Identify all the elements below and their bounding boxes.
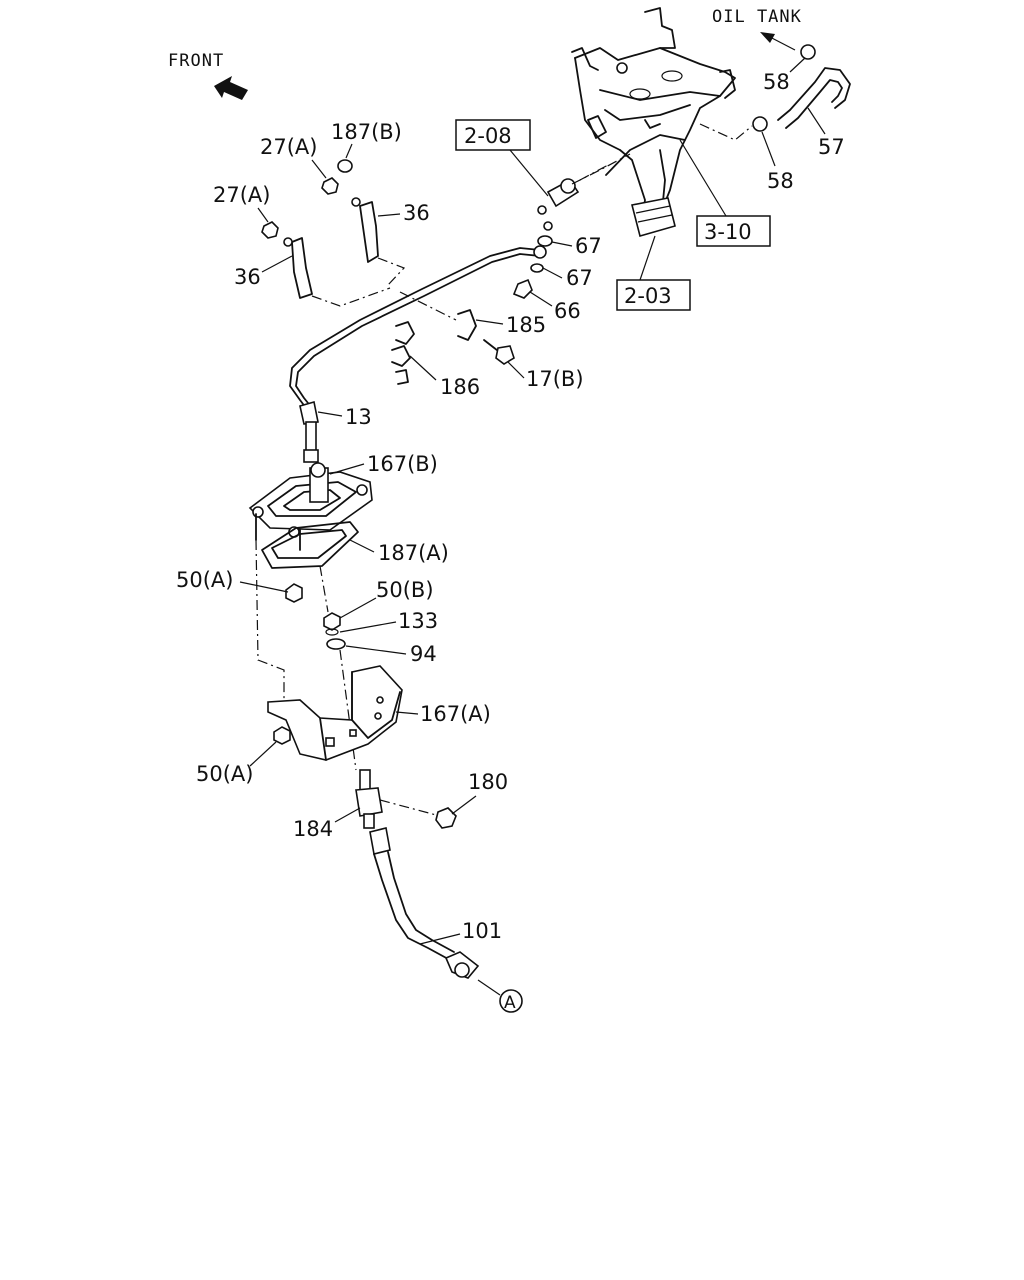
ring-187b: [337, 159, 353, 173]
nut-50a-upper: [285, 583, 303, 603]
label-17b: 17(B): [526, 367, 584, 391]
label-184: 184: [293, 817, 333, 841]
clamp-186: [391, 321, 415, 385]
svg-text:2-03: 2-03: [624, 284, 672, 308]
nut-50a-lower: [273, 726, 291, 745]
label-36-right: 36: [403, 201, 430, 225]
label-36-left: 36: [234, 265, 261, 289]
ring-133: [325, 628, 339, 636]
label-13: 13: [345, 405, 372, 429]
washer-67-b: [530, 263, 544, 273]
washer-67-a: [537, 235, 553, 247]
label-66: 66: [554, 299, 581, 323]
ref-box-2-03[interactable]: 2-03: [616, 279, 691, 311]
master-cylinder: [537, 153, 631, 231]
hose-101: [369, 827, 480, 979]
label-57: 57: [818, 135, 845, 159]
label-101: 101: [462, 919, 502, 943]
label-50a-upper: 50(A): [176, 568, 233, 592]
nut-27a-upper: [321, 177, 339, 195]
fitting-184: [355, 769, 383, 829]
label-50a-lower: 50(A): [196, 762, 253, 786]
svg-text:A: A: [504, 993, 516, 1013]
label-187a: 187(A): [378, 541, 449, 565]
label-27a-lower: 27(A): [213, 183, 270, 207]
gasket-187a: [261, 521, 359, 569]
label-167a: 167(A): [420, 702, 491, 726]
label-133: 133: [398, 609, 438, 633]
svg-text:3-10: 3-10: [704, 220, 752, 244]
label-187b: 187(B): [331, 120, 402, 144]
oil-tank-arrow-icon: [760, 32, 796, 51]
front-label: FRONT: [168, 51, 224, 71]
clip-185: [399, 291, 477, 341]
bracket-36-right: [351, 197, 406, 286]
label-50b: 50(B): [376, 578, 434, 602]
oil-tank-label: OIL TANK: [712, 7, 802, 27]
label-167b: 167(B): [367, 452, 438, 476]
ref-box-2-08[interactable]: 2-08: [455, 119, 531, 151]
nut-50b: [323, 612, 341, 631]
nut-27a-lower: [261, 221, 279, 239]
bolt-66: [512, 278, 533, 299]
front-arrow-icon: [214, 76, 248, 100]
label-180: 180: [468, 770, 508, 794]
pedal-bracket: [571, 7, 736, 237]
valve-167b: [248, 462, 373, 551]
label-185: 185: [506, 313, 546, 337]
ref-box-3-10[interactable]: 3-10: [696, 215, 771, 247]
label-94: 94: [410, 642, 437, 666]
bolt-17b: [483, 339, 515, 365]
label-58-upper: 58: [763, 70, 790, 94]
ref-a-circle[interactable]: A: [499, 989, 523, 1013]
label-186: 186: [440, 375, 480, 399]
label-58-lower: 58: [767, 169, 794, 193]
bracket-167a: [267, 665, 403, 761]
bolt-180: [435, 807, 457, 829]
label-67-upper: 67: [575, 234, 602, 258]
pipe-13: [289, 245, 547, 463]
bracket-36-left: [283, 237, 391, 307]
washer-94: [326, 638, 346, 650]
oil-hose: [699, 44, 851, 141]
label-67-lower: 67: [566, 266, 593, 290]
label-27a-upper: 27(A): [260, 135, 317, 159]
svg-text:2-08: 2-08: [464, 124, 512, 148]
